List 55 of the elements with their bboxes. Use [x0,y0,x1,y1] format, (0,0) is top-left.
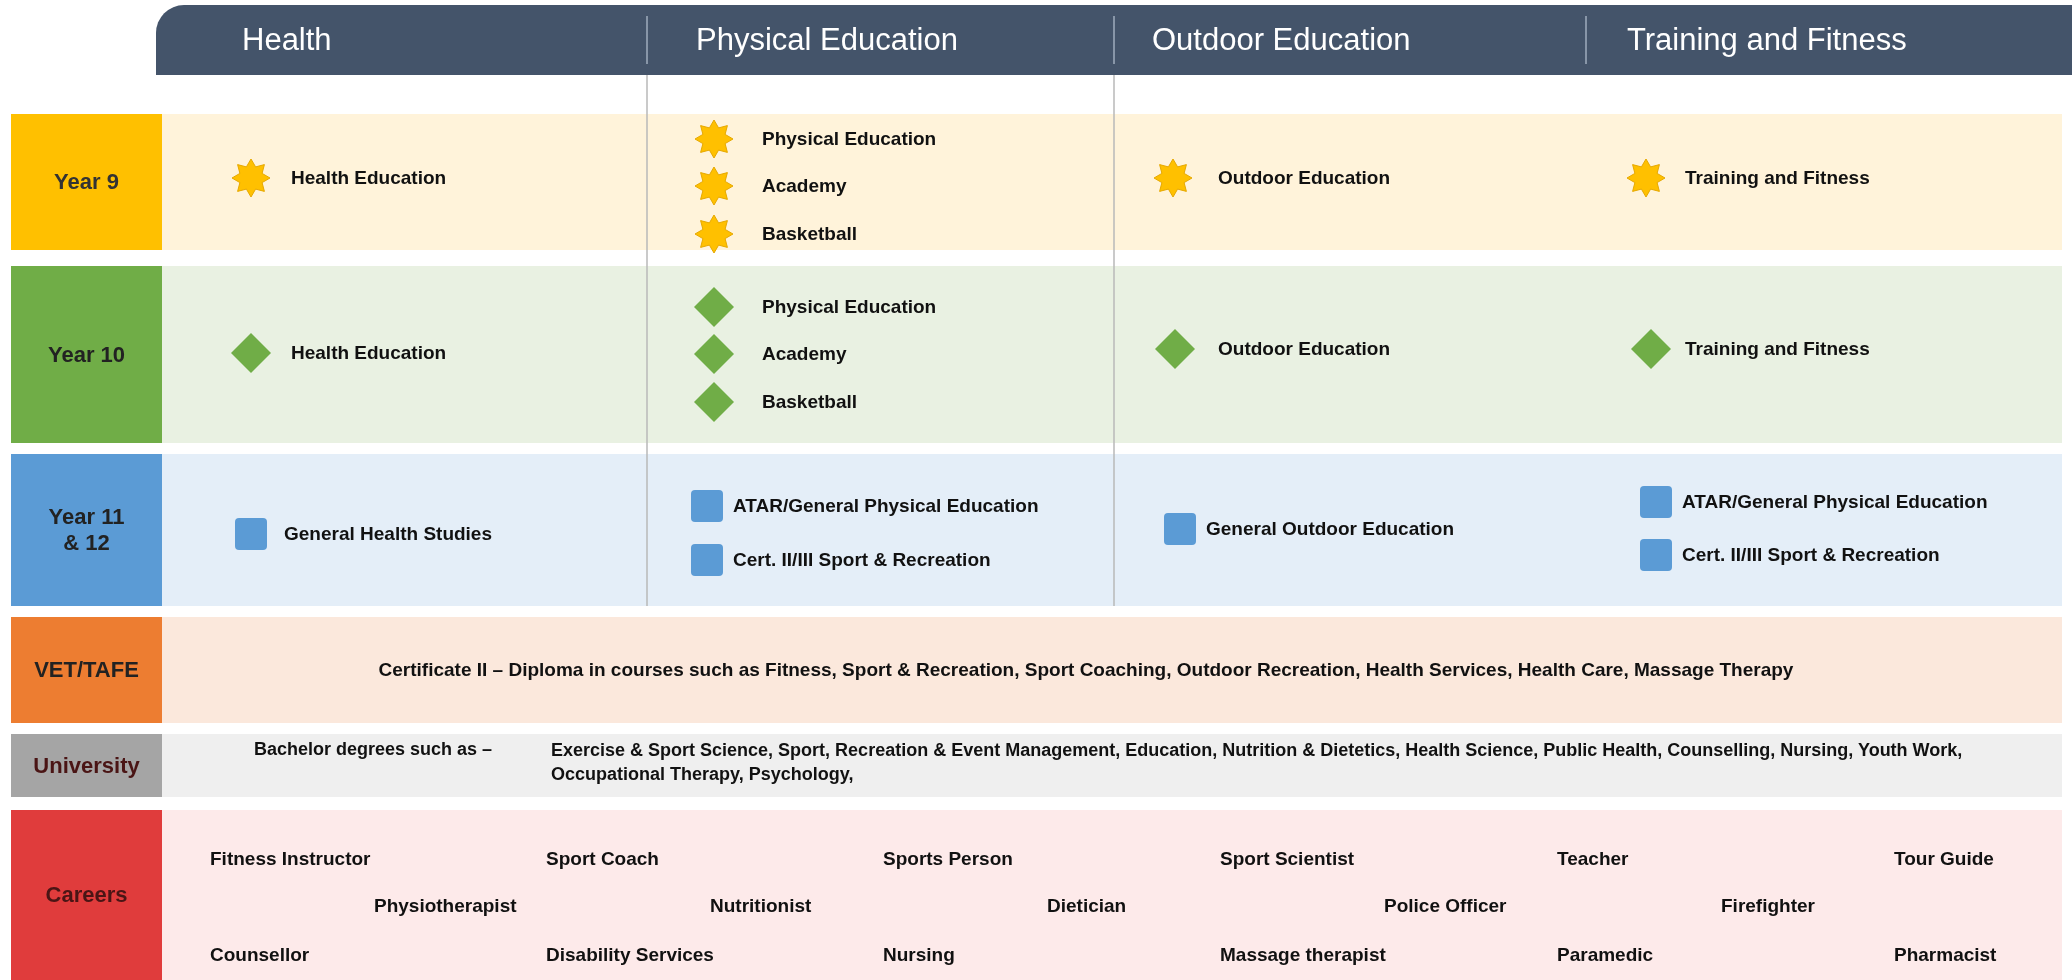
career-name: Firefighter [1721,895,1815,917]
career-name: Paramedic [1557,944,1654,966]
row-heading: Year 11 & 12 [11,454,162,606]
degree-list: Exercise & Sport Science, Sport, Recreation & Event Management, Education, Nutrition & Dietetics, Health Science, Public Health, Counselling, Nursing, Youth Work, Occupational Therapy, Psychology, [551,738,2058,786]
row-heading: VET/TAFE [11,617,162,723]
career-name: Police Officer [1384,895,1507,917]
career-name: Disability Services [546,944,714,966]
career-name: Sport Scientist [1220,848,1355,870]
course-name: General Health Studies [284,523,492,545]
career-name: Dietician [1047,895,1127,917]
column-heading: Health [242,22,332,58]
course-name: Academy [762,343,847,365]
header-bar [156,5,2072,75]
course-name: Physical Education [762,128,937,150]
course-name: Physical Education [762,296,937,318]
column-heading: Outdoor Education [1152,22,1411,58]
career-name: Fitness Instructor [210,848,371,870]
row-band [162,617,2062,723]
course-name: Outdoor Education [1218,167,1391,189]
course-name: Health Education [291,342,447,364]
column-heading: Physical Education [696,22,958,58]
career-name: Nursing [883,944,955,966]
intro-text: Bachelor degrees such as – [254,738,493,760]
course-name: Training and Fitness [1685,167,1870,189]
row-heading: Year 9 [11,114,162,250]
row-heading: University [11,734,162,797]
row-heading: Year 10 [11,266,162,443]
row-band [162,454,2062,606]
career-name: Counsellor [210,944,310,966]
course-name: General Outdoor Education [1206,518,1455,540]
course-name: Outdoor Education [1218,338,1391,360]
row-band [162,810,2062,980]
row-band [162,266,2062,443]
career-name: Teacher [1557,848,1629,870]
career-name: Pharmacist [1894,944,1997,966]
career-name: Sport Coach [546,848,659,870]
row-band [162,114,2062,250]
course-name: ATAR/General Physical Education [1682,491,1988,513]
course-name: Basketball [762,223,858,245]
career-name: Tour Guide [1894,848,1994,870]
career-name: Nutritionist [710,895,812,917]
course-name: Academy [762,175,847,197]
course-name: Health Education [291,167,447,189]
course-name: Training and Fitness [1685,338,1870,360]
column-heading: Training and Fitness [1627,22,1907,58]
career-name: Physiotherapist [374,895,517,917]
course-description: Certificate II – Diploma in courses such as Fitness, Sport & Recreation, Sport Coaching, Outdoor Recreation, Health Services, Health Care, Massage Therapy [378,659,1794,681]
course-name: Cert. II/III Sport & Recreation [1682,544,1940,566]
course-name: Basketball [762,391,858,413]
row-heading: Careers [11,810,162,980]
course-name: ATAR/General Physical Education [733,495,1039,517]
row-band [162,734,2062,797]
career-name: Sports Person [883,848,1013,870]
course-name: Cert. II/III Sport & Recreation [733,549,991,571]
career-name: Massage therapist [1220,944,1386,966]
